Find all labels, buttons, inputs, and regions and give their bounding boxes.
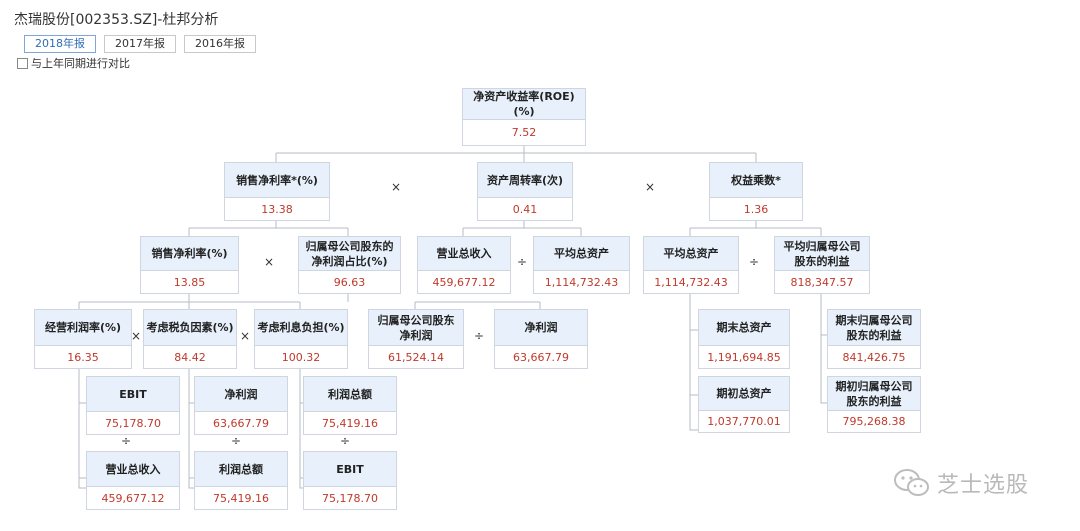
divide-operator: ÷ (473, 329, 485, 343)
node-equity-multiplier-label: 权益乘数* (710, 163, 802, 198)
node-roe-label: 净资产收益率(ROE)(%) (463, 89, 585, 120)
divide-operator: ÷ (339, 434, 351, 448)
node-interest-burden-value: 100.32 (281, 350, 321, 364)
node-ebit-value: 75,178.70 (105, 416, 161, 430)
node-roe[interactable]: 净资产收益率(ROE)(%) 7.52 (462, 88, 586, 146)
node-total-profit-label: 利润总额 (304, 377, 396, 412)
watermark: 芝士选股 (893, 467, 1029, 499)
node-net-margin-value: 13.85 (173, 275, 206, 289)
node-ebit[interactable]: EBIT 75,178.70 (303, 451, 397, 510)
node-net-margin-star-value: 13.38 (261, 202, 293, 216)
tab-2018[interactable]: 2018年报 (24, 35, 96, 53)
node-net-profit[interactable]: 净利润 63,667.79 (494, 309, 588, 369)
node-parent-net-profit-label: 归属母公司股东净利润 (369, 310, 463, 346)
divide-operator: ÷ (120, 434, 132, 448)
node-net-profit-value: 63,667.79 (213, 416, 269, 430)
node-roe-value: 7.52 (511, 126, 537, 139)
compare-checkbox-label: 与上年同期进行对比 (31, 57, 130, 70)
node-avg-parent-profit-label: 平均归属母公司股东的利益 (775, 237, 869, 271)
times-operator: × (390, 180, 402, 194)
node-ebit-label: EBIT (304, 452, 396, 487)
node-parent-share[interactable]: 归属母公司股东的净利润占比(%) 96.63 (298, 236, 401, 294)
node-revenue-total-value: 459,677.12 (432, 275, 496, 289)
node-total-profit-value: 75,419.16 (213, 491, 269, 505)
watermark-text: 芝士选股 (937, 473, 1030, 498)
node-total-profit[interactable]: 利润总额 75,419.16 (303, 376, 397, 435)
node-begin-assets-label: 期初总资产 (699, 377, 789, 411)
node-avg-assets-label: 平均总资产 (644, 237, 738, 271)
node-asset-turnover-label: 资产周转率(次) (478, 163, 572, 198)
node-revenue-total[interactable]: 营业总收入 459,677.12 (417, 236, 511, 294)
node-interest-burden-label: 考虑利息负担(%) (255, 310, 347, 346)
node-ebit[interactable]: EBIT 75,178.70 (86, 376, 180, 435)
node-revenue-total-label: 营业总收入 (87, 452, 179, 487)
node-tax-factor-value: 84.42 (174, 350, 206, 364)
times-operator: × (239, 329, 251, 343)
divide-operator: ÷ (230, 434, 242, 448)
node-end-parent-equity-value: 841,426.75 (842, 350, 906, 364)
node-begin-parent-equity[interactable]: 期初归属母公司股东的利益 795,268.38 (827, 376, 921, 433)
node-begin-assets-value: 1,037,770.01 (707, 415, 781, 428)
divide-operator: ÷ (748, 255, 760, 269)
node-avg-assets[interactable]: 平均总资产 1,114,732.43 (533, 236, 630, 294)
node-ebit-label: EBIT (87, 377, 179, 412)
node-asset-turnover[interactable]: 资产周转率(次) 0.41 (477, 162, 573, 221)
node-tax-factor-label: 考虑税负因素(%) (144, 310, 236, 346)
node-end-parent-equity[interactable]: 期末归属母公司股东的利益 841,426.75 (827, 309, 921, 369)
node-avg-parent-profit[interactable]: 平均归属母公司股东的利益 818,347.57 (774, 236, 870, 294)
node-parent-net-profit[interactable]: 归属母公司股东净利润 61,524.14 (368, 309, 464, 369)
node-net-margin[interactable]: 销售净利率(%) 13.85 (140, 236, 239, 294)
times-operator: × (130, 329, 142, 343)
node-net-profit-value: 63,667.79 (513, 350, 569, 364)
node-net-profit-label: 净利润 (195, 377, 287, 412)
node-total-profit-label: 利润总额 (195, 452, 287, 487)
node-avg-assets-label: 平均总资产 (534, 237, 629, 271)
node-net-margin-star[interactable]: 销售净利率*(%) 13.38 (224, 162, 330, 221)
node-begin-assets[interactable]: 期初总资产 1,037,770.01 (698, 376, 790, 433)
node-parent-share-value: 96.63 (333, 275, 366, 289)
node-equity-multiplier-value: 1.36 (743, 202, 769, 216)
node-parent-share-label: 归属母公司股东的净利润占比(%) (299, 237, 400, 271)
node-revenue-total[interactable]: 营业总收入 459,677.12 (86, 451, 180, 510)
node-end-parent-equity-label: 期末归属母公司股东的利益 (828, 310, 920, 346)
node-net-profit[interactable]: 净利润 63,667.79 (194, 376, 288, 435)
compare-checkbox[interactable] (17, 57, 28, 69)
tab-2017[interactable]: 2017年报 (104, 35, 176, 53)
node-revenue-total-label: 营业总收入 (418, 237, 510, 271)
times-operator: × (263, 255, 275, 269)
node-end-assets-label: 期末总资产 (699, 310, 789, 346)
node-ebit-value: 75,178.70 (322, 491, 378, 505)
node-op-margin-label: 经营利润率(%) (35, 310, 131, 346)
node-op-margin[interactable]: 经营利润率(%) 16.35 (34, 309, 132, 369)
node-net-profit-label: 净利润 (495, 310, 587, 346)
node-end-assets[interactable]: 期末总资产 1,191,694.85 (698, 309, 790, 369)
node-equity-multiplier[interactable]: 权益乘数* 1.36 (709, 162, 803, 221)
node-avg-assets[interactable]: 平均总资产 1,114,732.43 (643, 236, 739, 294)
node-total-profit[interactable]: 利润总额 75,419.16 (194, 451, 288, 510)
node-begin-parent-equity-label: 期初归属母公司股东的利益 (828, 377, 920, 411)
wechat-icon (894, 469, 929, 496)
node-tax-factor[interactable]: 考虑税负因素(%) 84.42 (143, 309, 237, 369)
times-operator: × (644, 180, 656, 194)
node-begin-parent-equity-value: 795,268.38 (842, 415, 906, 428)
divide-operator: ÷ (516, 255, 528, 269)
node-revenue-total-value: 459,677.12 (101, 491, 165, 505)
tab-2016[interactable]: 2016年报 (184, 35, 256, 53)
node-asset-turnover-value: 0.41 (512, 202, 538, 216)
node-avg-assets-value: 1,114,732.43 (654, 275, 728, 289)
node-avg-parent-profit-value: 818,347.57 (790, 275, 854, 289)
node-parent-net-profit-value: 61,524.14 (388, 350, 444, 364)
page-title: 杰瑞股份[002353.SZ]-杜邦分析 (14, 12, 219, 28)
compare-option[interactable]: 与上年同期进行对比 (17, 55, 130, 71)
node-op-margin-value: 16.35 (67, 350, 99, 364)
node-avg-assets-value: 1,114,732.43 (544, 275, 619, 289)
node-net-margin-label: 销售净利率(%) (141, 237, 238, 271)
node-total-profit-value: 75,419.16 (322, 416, 378, 430)
node-net-margin-star-label: 销售净利率*(%) (225, 163, 329, 198)
node-end-assets-value: 1,191,694.85 (707, 350, 781, 364)
node-interest-burden[interactable]: 考虑利息负担(%) 100.32 (254, 309, 348, 369)
